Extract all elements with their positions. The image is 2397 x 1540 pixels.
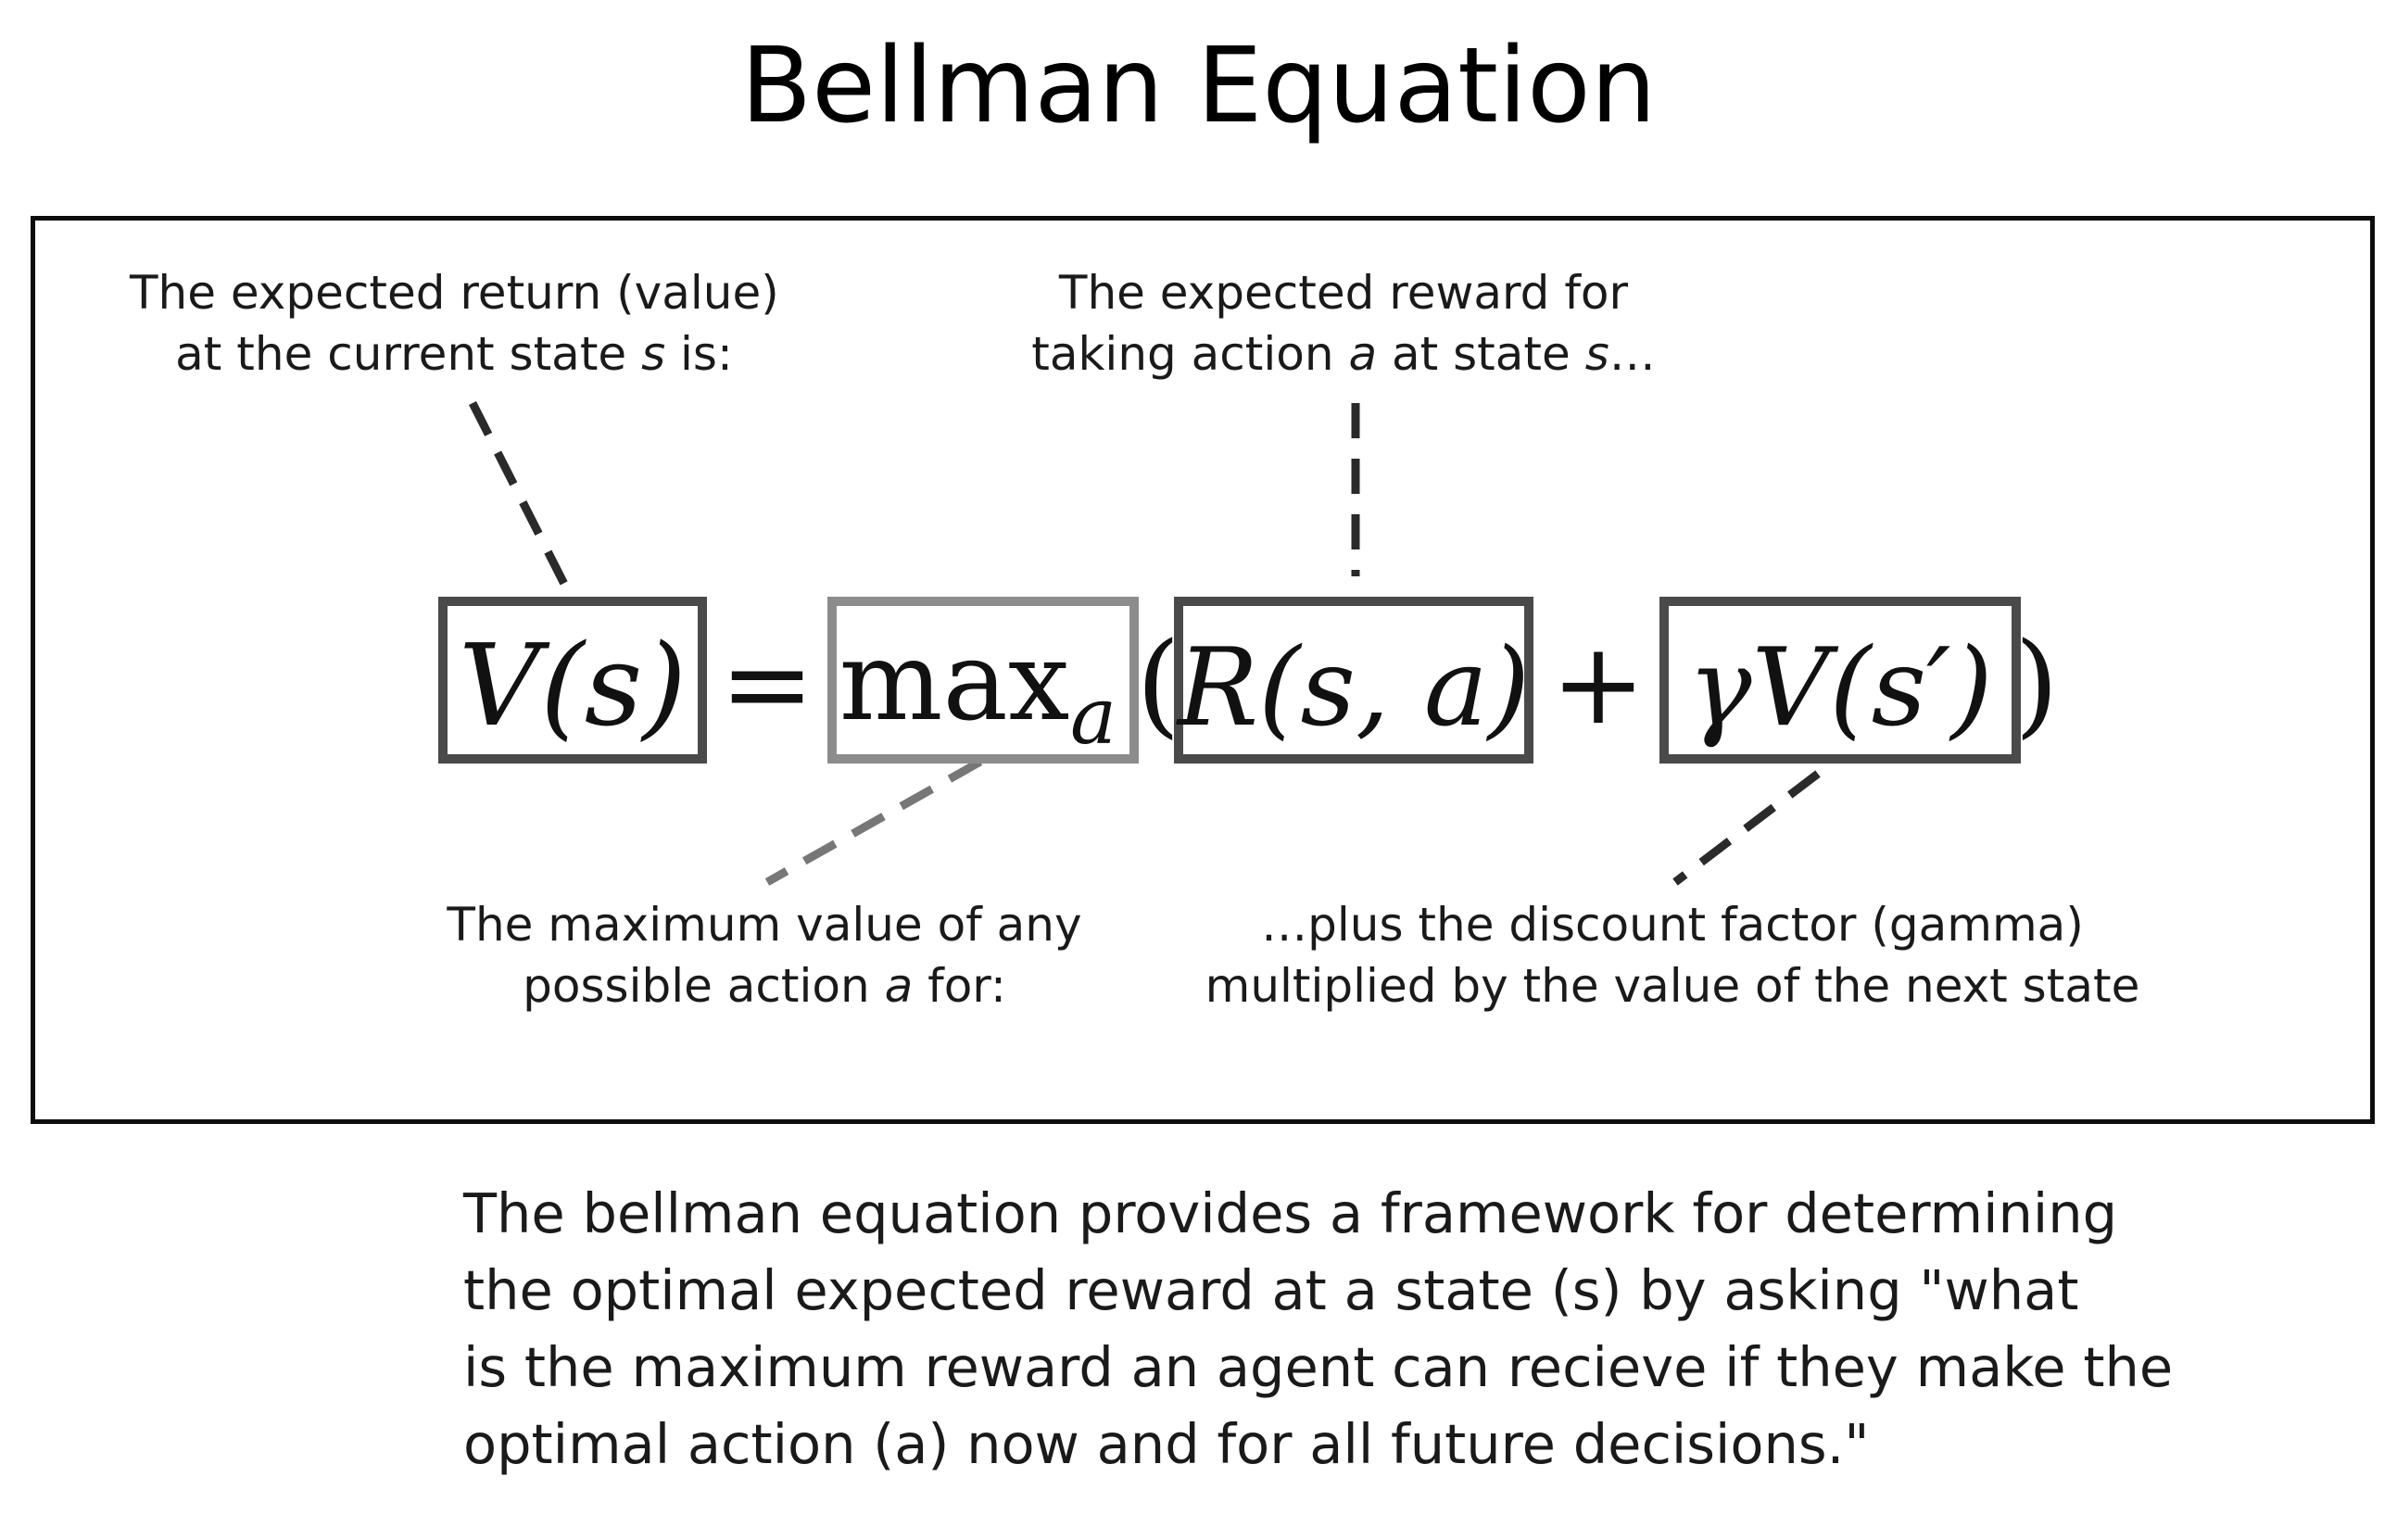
connector-max bbox=[764, 758, 983, 886]
annotation-value-line2: at the current state s is: bbox=[175, 327, 733, 381]
equation-r-s-a: R(s, a) bbox=[1176, 625, 1530, 751]
annotation-gamma-line2: multiplied by the value of the next stat… bbox=[1205, 959, 2140, 1013]
box-gamma bbox=[1659, 597, 2021, 764]
caption-line3: is the maximum reward an agent can recie… bbox=[463, 1335, 2174, 1399]
annotation-reward-line1: The expected reward for bbox=[1058, 266, 1629, 320]
box-max bbox=[827, 597, 1139, 764]
annotation-max-line2: possible action a for: bbox=[523, 959, 1006, 1013]
equation-v-s: V(s) bbox=[459, 620, 687, 751]
annotation-gamma: …plus the discount factor (gamma) multip… bbox=[1177, 894, 2168, 1016]
annotation-value-line1: The expected return (value) bbox=[130, 266, 779, 320]
caption: The bellman equation provides a framewor… bbox=[463, 1175, 2224, 1483]
caption-line1: The bellman equation provides a framewor… bbox=[463, 1181, 2118, 1245]
box-reward bbox=[1174, 597, 1533, 764]
equation-plus: + bbox=[1551, 618, 1646, 750]
annotation-max-line1: The maximum value of any bbox=[447, 898, 1082, 952]
connector-value bbox=[468, 400, 577, 603]
equation-open-paren: ( bbox=[1136, 618, 1180, 750]
caption-line2: the optimal expected reward at a state (… bbox=[463, 1258, 2079, 1322]
equation-equals: = bbox=[720, 618, 814, 750]
equation-max: max bbox=[839, 617, 1070, 745]
equation-max-subscript: a bbox=[1070, 671, 1116, 762]
equation-close-paren: ) bbox=[2014, 618, 2059, 750]
caption-line4: optimal action (a) now and for all futur… bbox=[463, 1412, 1870, 1476]
annotation-gamma-line1: …plus the discount factor (gamma) bbox=[1261, 898, 2084, 952]
annotation-value: The expected return (value) at the curre… bbox=[130, 262, 779, 385]
diagram-frame bbox=[31, 216, 2375, 1124]
box-value bbox=[438, 597, 707, 764]
annotation-reward: The expected reward for taking action a … bbox=[1019, 262, 1668, 385]
page-title: Bellman Equation bbox=[740, 26, 1657, 146]
connector-gamma bbox=[1672, 770, 1821, 886]
annotation-reward-line2: taking action a at state s… bbox=[1031, 327, 1656, 381]
equation-gamma-v: γV(s′) bbox=[1687, 625, 1992, 751]
annotation-max: The maximum value of any possible action… bbox=[417, 894, 1112, 1016]
